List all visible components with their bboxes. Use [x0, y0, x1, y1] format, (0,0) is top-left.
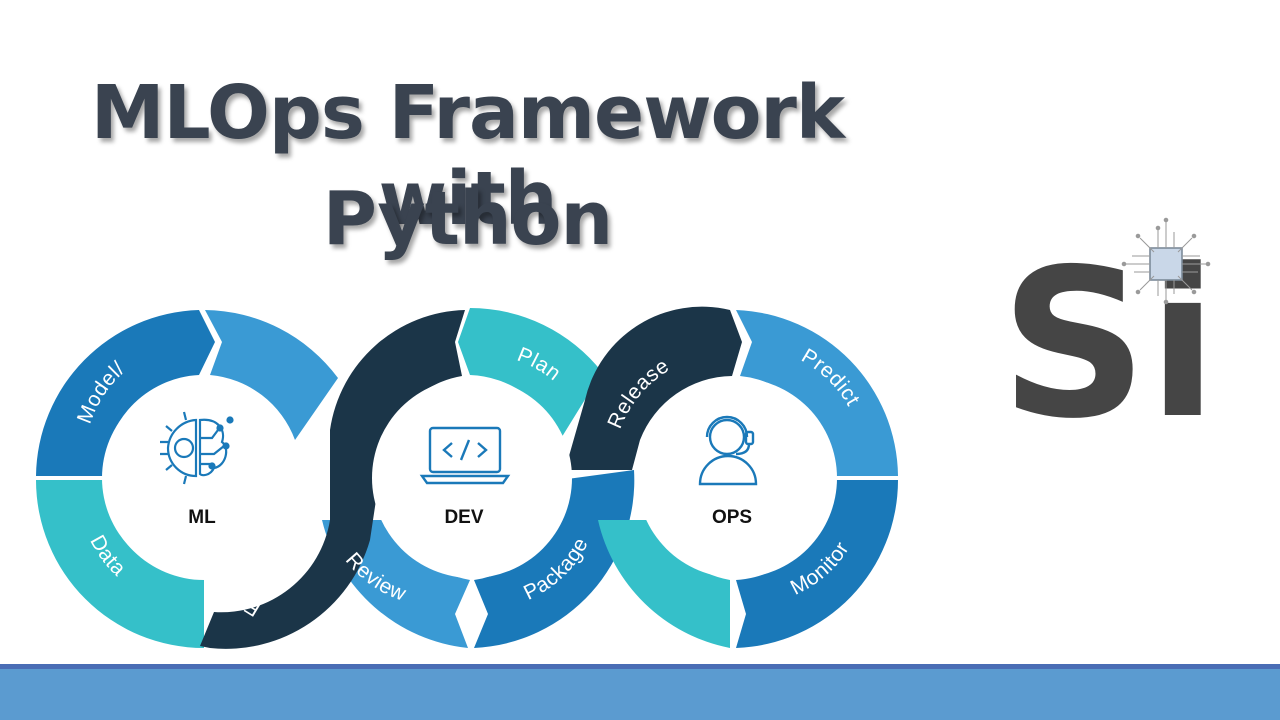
page-title-line-2: Python [322, 176, 613, 262]
hub-ops [637, 378, 837, 578]
segment-model [36, 310, 215, 476]
segment-data [36, 480, 204, 648]
logo: Si [1000, 217, 1218, 464]
footer-band [0, 669, 1280, 720]
mlops-diagram: Model/ Data Exploratory Data Analysis Re… [36, 217, 1218, 649]
logo-text: Si [1000, 226, 1218, 464]
chip-icon [1121, 217, 1211, 305]
segment-package [474, 470, 635, 648]
segment-ml-top-right [205, 310, 338, 440]
support-agent-icon [698, 415, 758, 486]
segment-eda [200, 310, 465, 649]
page-title-line-1: MLOps Framework with [90, 70, 845, 242]
ml-ring [36, 310, 338, 648]
ops-ring [598, 310, 899, 648]
segment-monitor [736, 480, 899, 648]
segment-release [565, 306, 742, 470]
brain-gear-icon [160, 411, 234, 485]
hub-label-ml: ML [188, 507, 216, 528]
hub-dev [372, 378, 572, 578]
segment-ops-bottom-left [598, 520, 730, 648]
footer-divider [0, 664, 1280, 669]
hub-label-dev: DEV [444, 507, 483, 528]
segment-predict [736, 310, 898, 476]
laptop-code-icon [419, 426, 511, 485]
hub-label-ops: OPS [712, 507, 752, 528]
segment-plan [458, 308, 602, 440]
hub-ml [102, 378, 302, 578]
